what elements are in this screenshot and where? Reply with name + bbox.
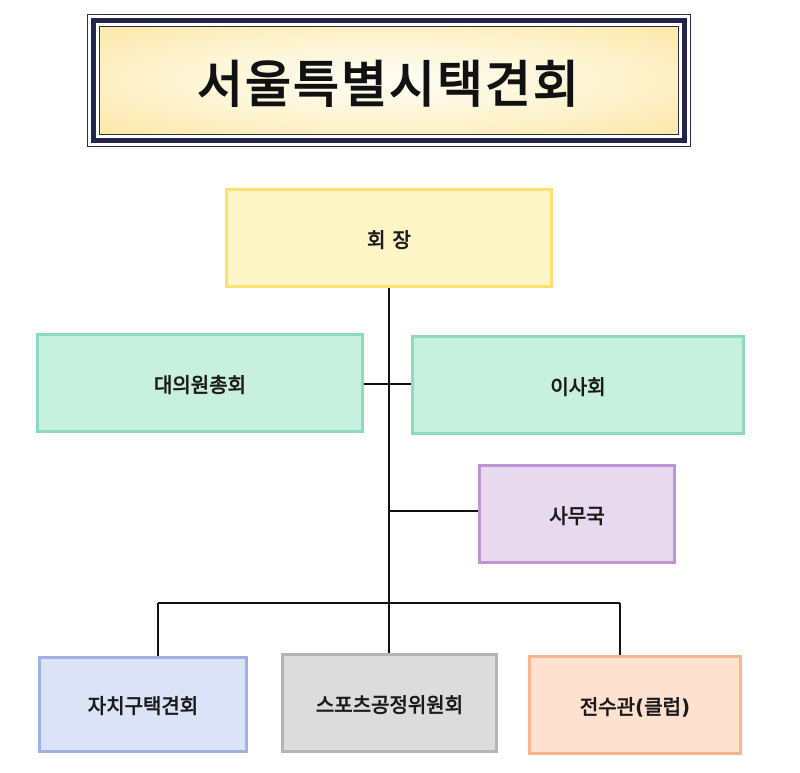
node-president-label: 회 장: [367, 227, 411, 252]
node-sports-fair-play-label: 스포츠공정위원회: [315, 692, 464, 717]
node-self-governing: 자치구택견회: [38, 656, 248, 753]
node-board: 이사회: [411, 335, 745, 435]
title-banner-panel: 서울특별시택견회: [99, 26, 679, 135]
node-general-assembly-label: 대의원총회: [154, 372, 246, 397]
node-general-assembly: 대의원총회: [36, 333, 364, 433]
node-office-label: 사무국: [549, 503, 605, 528]
node-office: 사무국: [478, 464, 676, 564]
node-sports-fair-play: 스포츠공정위원회: [281, 653, 498, 753]
node-training-hall: 전수관(클럽): [528, 655, 742, 755]
node-self-governing-label: 자치구택견회: [87, 694, 199, 718]
title-banner-border: 서울특별시택견회: [91, 18, 687, 143]
node-board-label: 이사회: [550, 374, 606, 399]
title-banner: 서울특별시택견회: [87, 14, 691, 147]
node-training-hall-label: 전수관(클럽): [579, 694, 691, 719]
node-president: 회 장: [225, 188, 553, 288]
page-title: 서울특별시택견회: [197, 55, 581, 114]
